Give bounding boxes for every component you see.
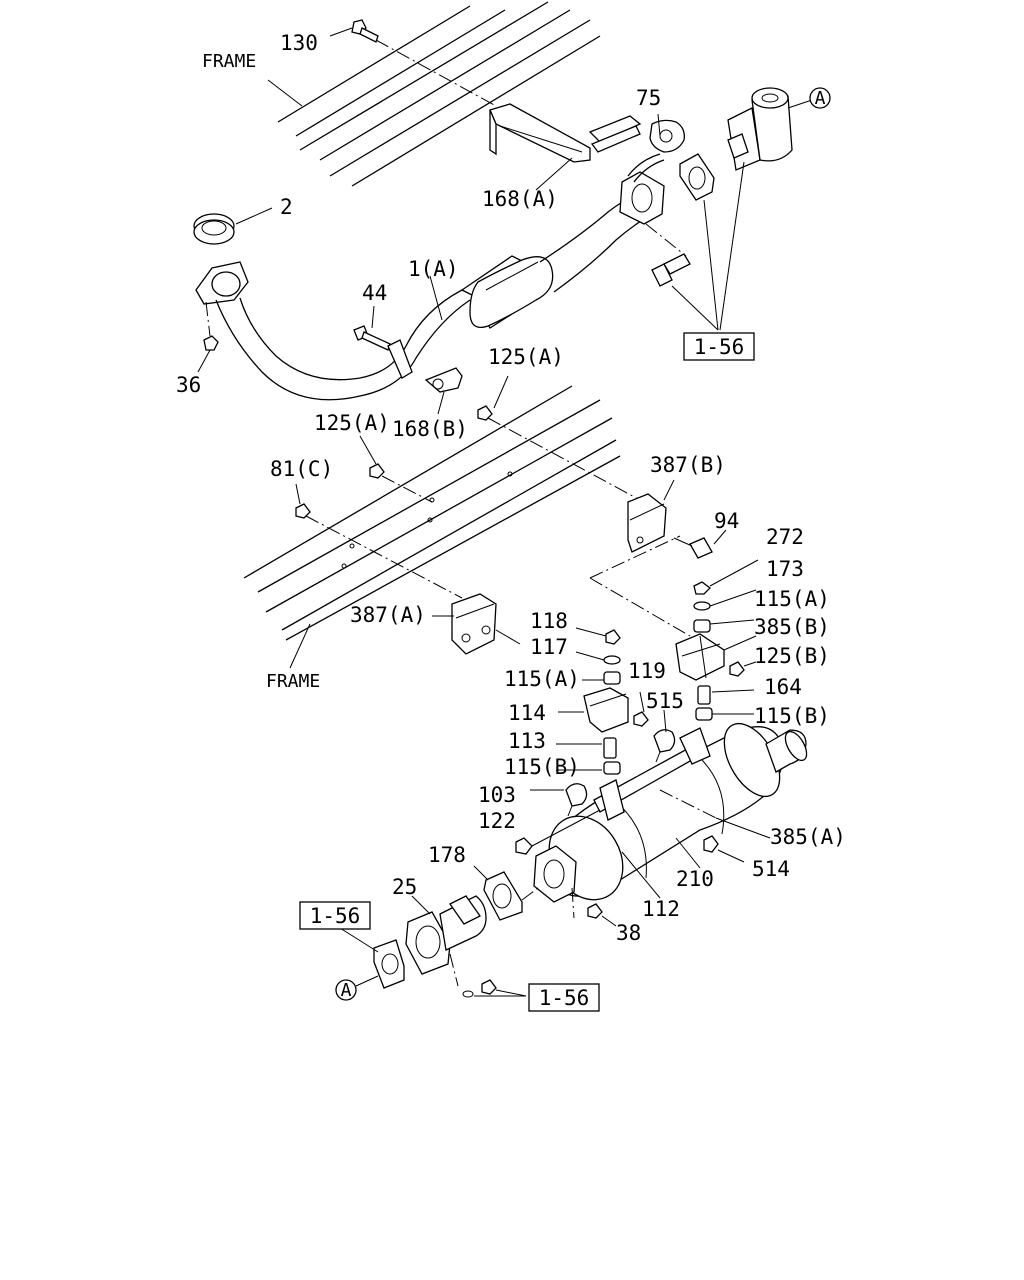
label-25: 25	[392, 875, 417, 899]
label-119: 119	[628, 659, 666, 683]
front-exhaust-pipe-1a	[195, 153, 665, 401]
label-44: 44	[362, 281, 387, 305]
guide-line-387b	[589, 535, 681, 579]
label-118: 118	[530, 609, 568, 633]
bolt-130	[329, 19, 497, 107]
upper-frame-rail	[267, 1, 601, 187]
label-173: 173	[766, 557, 804, 581]
pipe-25	[405, 895, 527, 998]
nut-122	[515, 809, 601, 855]
label-112: 112	[642, 897, 680, 921]
nut-38	[571, 887, 617, 927]
label-125b: 125(B)	[754, 644, 830, 668]
label-515: 515	[646, 689, 684, 713]
ref-box-left: 1-56	[299, 901, 371, 930]
label-168b: 168(B)	[392, 417, 468, 441]
label-36: 36	[176, 373, 201, 397]
gasket-178	[473, 865, 539, 921]
bracket-387b	[627, 479, 675, 553]
circle-a-top-label: A	[815, 88, 826, 109]
lower-frame-rail	[243, 385, 621, 669]
label-385a: 385(A)	[770, 825, 846, 849]
nut-514	[703, 835, 745, 863]
label-164: 164	[764, 675, 802, 699]
label-75: 75	[636, 86, 661, 110]
label-385b: 385(B)	[754, 615, 830, 639]
ref-box-bottom: 1-56	[528, 983, 600, 1012]
left-mount-stack	[556, 627, 649, 775]
label-frame-bottom: FRAME	[266, 671, 320, 692]
rubber-515	[653, 709, 676, 763]
circle-a-bottom: A	[335, 975, 379, 1001]
circle-a-top: A	[809, 87, 831, 109]
ref-box-top-label: 1-56	[694, 335, 745, 359]
circle-a-bottom-label: A	[341, 980, 352, 1001]
nut-36	[197, 301, 219, 373]
label-387a: 387(A)	[350, 603, 426, 627]
label-125a-lower: 125(A)	[314, 411, 390, 435]
upper-right-components	[645, 87, 813, 331]
ref-box-bottom-label: 1-56	[539, 986, 590, 1010]
nut-125a-upper	[477, 375, 641, 501]
gasket-lower-left	[339, 927, 405, 989]
label-387b: 387(B)	[650, 453, 726, 477]
label-115b-right: 115(B)	[754, 704, 830, 728]
label-125a-upper: 125(A)	[488, 345, 564, 369]
clamp-bolt-44	[353, 305, 413, 379]
label-210: 210	[676, 867, 714, 891]
label-115a-left: 115(A)	[504, 667, 580, 691]
label-122: 122	[478, 809, 516, 833]
muffler-assembly	[533, 723, 808, 903]
label-117: 117	[530, 635, 568, 659]
label-114: 114	[508, 701, 546, 725]
part-labels: FRAME FRAME 130 75 168(A) 2 1(A) 44 36 1…	[176, 31, 846, 945]
label-1a: 1(A)	[408, 257, 459, 281]
nut-125a-lower	[359, 435, 433, 503]
bracket-387a	[432, 593, 521, 655]
label-38: 38	[616, 921, 641, 945]
label-81c: 81(C)	[270, 457, 333, 481]
label-115b-left: 115(B)	[504, 755, 580, 779]
label-94: 94	[714, 509, 739, 533]
gasket-2	[193, 207, 273, 245]
label-113: 113	[508, 729, 546, 753]
nut-81c	[295, 483, 463, 599]
hanger-bracket-168a	[489, 103, 685, 191]
label-272: 272	[766, 525, 804, 549]
rubber-103	[530, 783, 588, 817]
label-130: 130	[280, 31, 318, 55]
label-178: 178	[428, 843, 466, 867]
bracket-168b	[424, 367, 463, 415]
guide-line-385b	[589, 577, 691, 637]
label-frame-top: FRAME	[202, 51, 256, 72]
label-2: 2	[280, 195, 293, 219]
label-103: 103	[478, 783, 516, 807]
ref-box-top: 1-56	[683, 332, 755, 361]
ref-box-left-label: 1-56	[310, 904, 361, 928]
bolt-94	[673, 529, 727, 559]
label-514: 514	[752, 857, 790, 881]
label-168a: 168(A)	[482, 187, 558, 211]
right-mount-stack	[675, 559, 759, 721]
label-115a-right: 115(A)	[754, 587, 830, 611]
